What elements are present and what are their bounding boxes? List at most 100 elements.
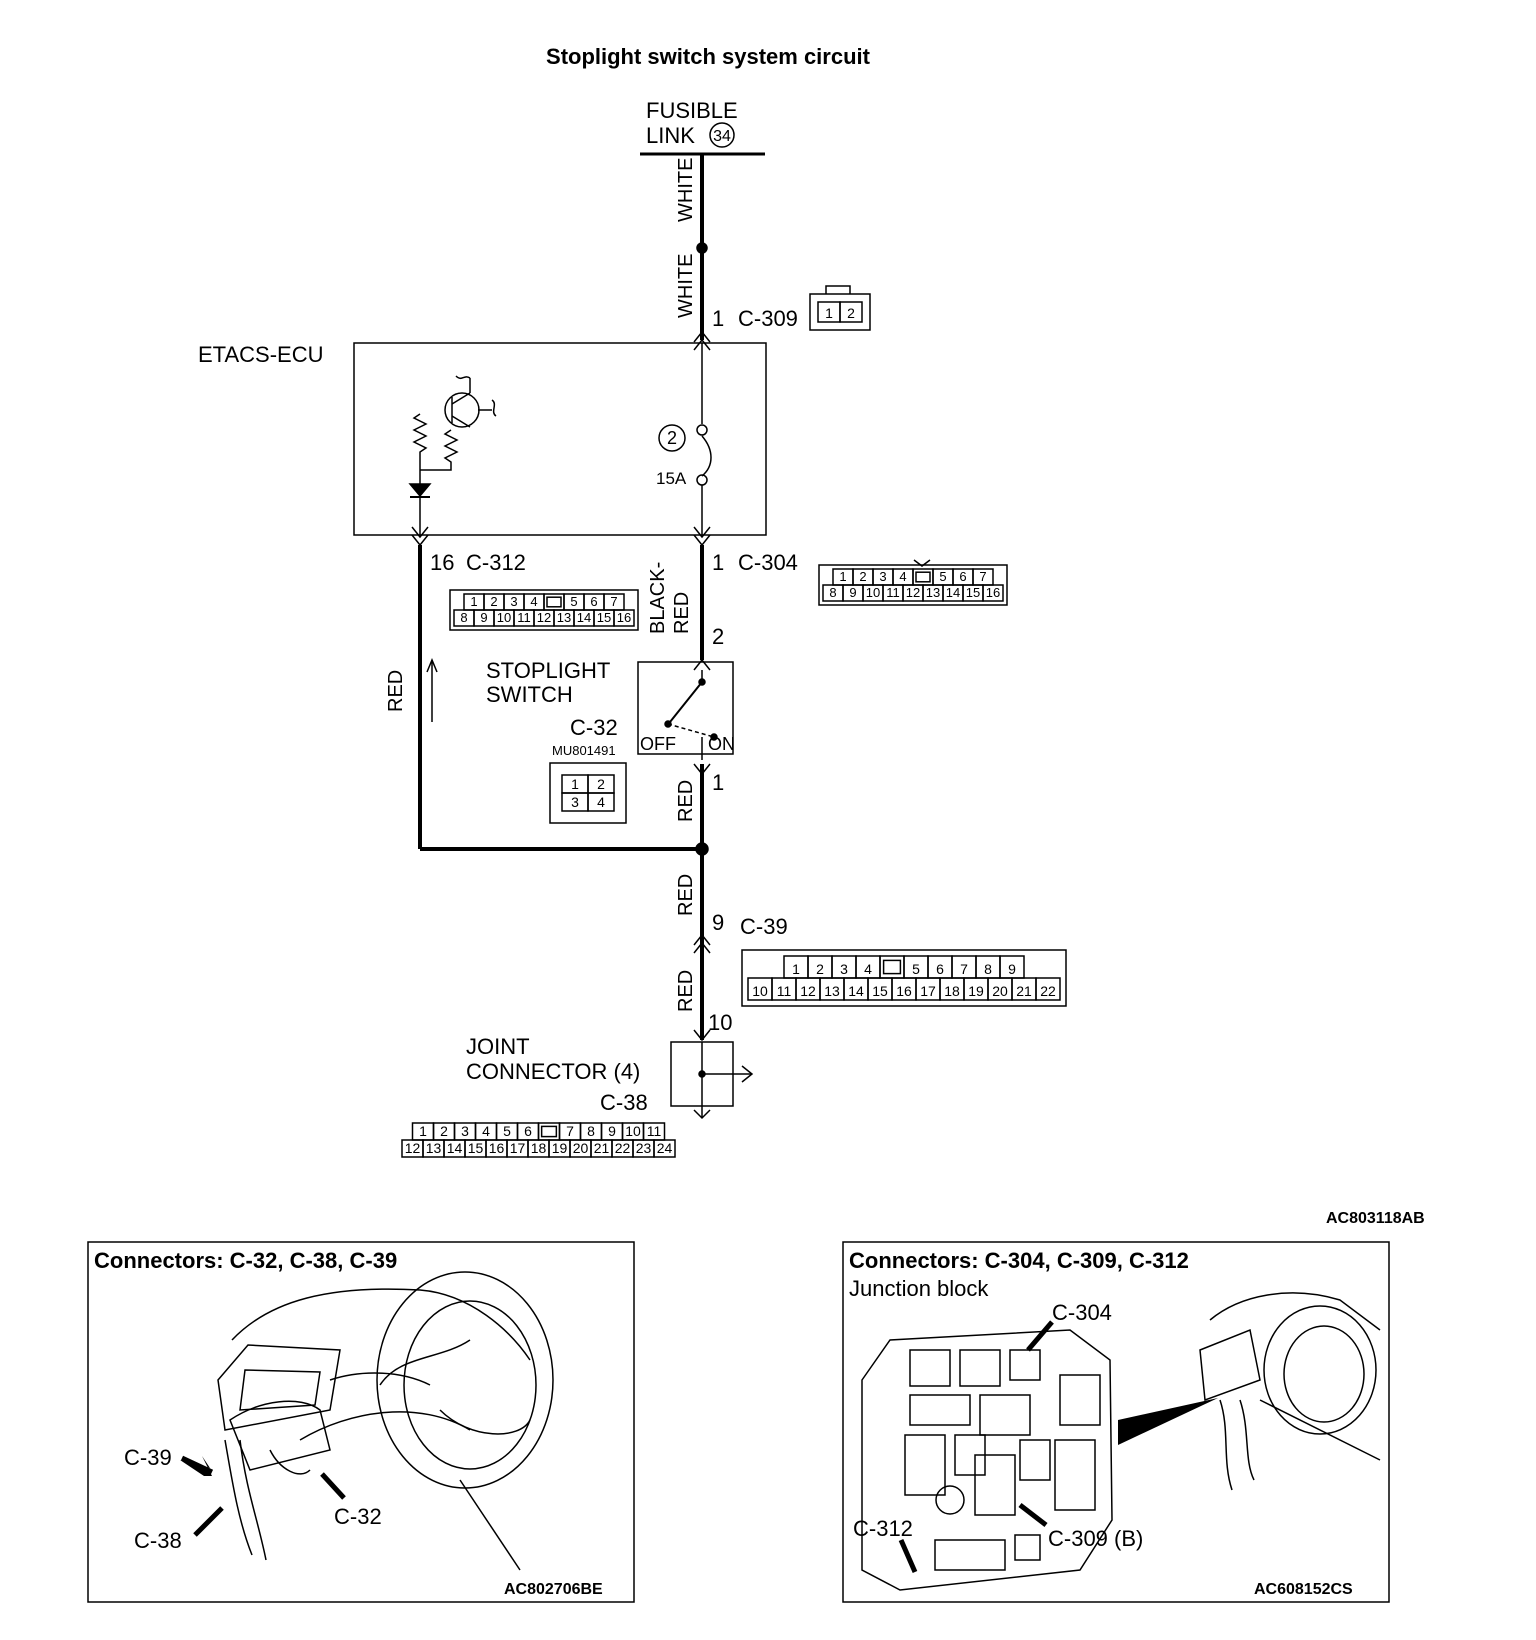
c39-pin: 21 [1016,983,1032,999]
c38-pin: 24 [657,1140,673,1156]
fuse-rating: 15A [656,469,687,488]
c38-pin: 14 [447,1140,463,1156]
joint-connector-line1: JOINT [466,1034,530,1059]
callout-c309b: C-309 (B) [1048,1526,1143,1551]
diode-symbol [408,483,432,498]
c309-pin: 1 [825,305,833,321]
c39-pin: 2 [816,961,824,977]
c312-pin: 2 [490,594,497,609]
c38-pin: 4 [482,1123,490,1139]
c312-pin: 12 [537,610,551,625]
wire-label-red-c39-top: RED [675,874,697,916]
pin-switch-top: 2 [712,624,724,649]
c304-pin: 12 [906,585,920,600]
fusible-link-line1: FUSIBLE [646,98,738,123]
c38-pin: 22 [615,1140,631,1156]
callout-c304: C-304 [1052,1300,1112,1325]
wire-label-white-a: WHITE [675,158,697,222]
c32-cell [587,792,615,812]
c312-pin: 10 [497,610,511,625]
connector-name-c38: C-38 [600,1090,648,1115]
c39-pin: 17 [920,983,936,999]
c32-part-number: MU801491 [552,743,616,758]
switch-contact-arm [669,681,703,723]
c39-pin: 16 [896,983,912,999]
c39-pin: 1 [792,961,800,977]
panel-right-frame [842,1241,1390,1603]
fuse-number-circle [658,424,686,452]
panel-left-frame [87,1241,635,1603]
c309-cell [839,301,863,323]
c39-key [882,959,902,975]
fuse-terminal-bottom [696,474,708,486]
c39-pin: 19 [968,983,984,999]
pin-c304: 1 [712,550,724,575]
c38-pin: 10 [625,1123,641,1139]
c38-pin: 18 [531,1140,547,1156]
c312-pin: 8 [460,610,467,625]
switch-off-label: OFF [640,734,676,754]
c309-pin: 2 [847,305,855,321]
c39-pin: 6 [936,961,944,977]
c304-pin: 6 [959,569,966,584]
joint-connector-line2: CONNECTOR (4) [466,1059,640,1084]
dashboard-illustration-left [217,1271,554,1571]
c38-pin: 15 [468,1140,484,1156]
pin-c312: 16 [430,550,454,575]
c38-pin: 11 [647,1123,662,1139]
connector-name-c309: C-309 [738,306,798,331]
c309-latch [825,285,851,294]
connector-symbol-c309 [693,330,711,351]
callout-c312: C-312 [853,1516,913,1541]
c39-pin: 20 [992,983,1008,999]
c32-pin: 4 [597,794,605,810]
c312-pin: 13 [557,610,571,625]
c39-pin: 12 [800,983,816,999]
c32-pin: 1 [571,776,579,792]
fusible-link-line2: LINK [646,123,695,148]
c38-pin: 21 [594,1140,610,1156]
stoplight-switch-line1: STOPLIGHT [486,658,610,683]
stoplight-switch-box [637,661,734,755]
c38-pin: 3 [461,1123,469,1139]
pin-switch-bottom: 1 [712,770,724,795]
c304-latch [913,559,931,567]
diagram-title: Stoplight switch system circuit [546,44,870,69]
c38-pin: 16 [489,1140,505,1156]
c304-pin: 15 [966,585,980,600]
c39-pin: 22 [1040,983,1056,999]
c39-pin: 11 [777,983,792,999]
c39-pin: 7 [960,961,968,977]
connector-name-c32: C-32 [570,715,618,740]
c38-pin: 1 [419,1123,427,1139]
c312-pin: 1 [470,594,477,609]
pin-c39: 9 [712,910,724,935]
c39-pin: 9 [1008,961,1016,977]
c312-pin: 15 [597,610,611,625]
c39-pin: 14 [848,983,864,999]
c38-pin: 6 [524,1123,532,1139]
c304-pin: 10 [866,585,880,600]
c38-pin: 20 [573,1140,589,1156]
c38-pin: 12 [405,1140,421,1156]
c32-pin: 3 [571,794,579,810]
c312-cell [613,609,635,627]
diagram-code: AC803118AB [1326,1210,1425,1227]
wire-label-red-c39-bottom: RED [675,970,697,1012]
fuse-terminal-top [696,424,708,436]
fuse-element [701,435,712,477]
c304-key [915,571,931,583]
c304-pin: 8 [829,585,836,600]
c38-pin: 9 [608,1123,616,1139]
c312-pin: 4 [530,594,537,609]
wire-label-red-c32: RED [675,780,697,822]
splice-dot [696,242,708,254]
c39-pin: 5 [912,961,920,977]
c39-cell [1035,977,1061,1001]
panel-left-title: Connectors: C-32, C-38, C-39 [94,1248,397,1273]
c304-pin: 2 [859,569,866,584]
